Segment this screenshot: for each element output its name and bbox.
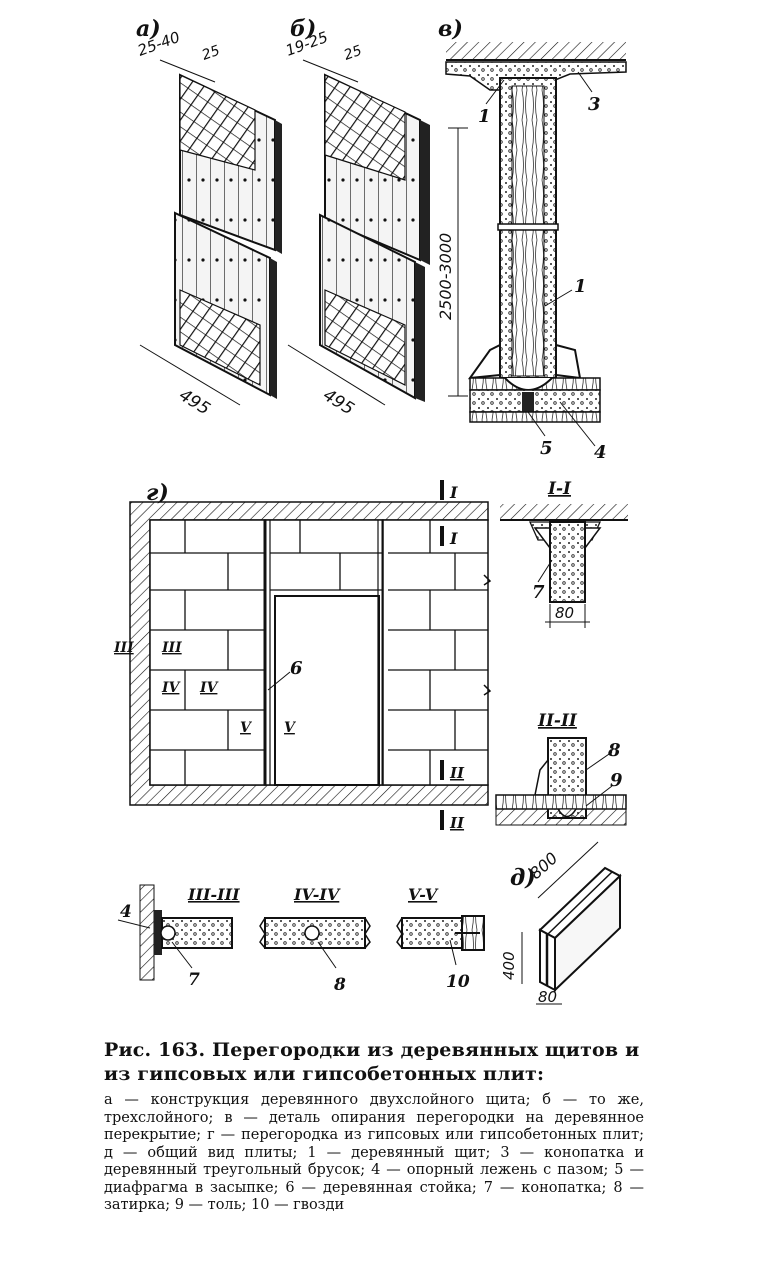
callout-6: 6	[290, 658, 303, 679]
figure-caption: Рис. 163. Перегородки из деревянных щито…	[104, 1038, 644, 1215]
panel-b-upper-edge	[420, 120, 430, 265]
section-IV-IV: IV-IV 8	[259, 885, 371, 995]
panel-b-three-layer-shield: б) 19-25 25 495 2500-3000	[283, 16, 468, 419]
callout-5: 5	[540, 438, 553, 459]
shield-core	[511, 85, 545, 377]
callout-8-sec: 8	[607, 740, 621, 761]
panel-g-gypsum-partition: г)	[113, 480, 492, 832]
dim-a-width: 495	[175, 385, 213, 419]
mark-I-top: I	[449, 483, 458, 502]
panel-a-upper-lattice	[179, 74, 256, 171]
dim-b-top-line	[302, 59, 359, 83]
mark-V-left: V	[240, 720, 253, 736]
panel-b-lower-edge	[415, 262, 425, 402]
diaphragm	[522, 392, 534, 412]
sec-I-title: I-I	[547, 479, 572, 499]
block-section-right	[382, 519, 489, 786]
slab-side-face	[554, 873, 621, 993]
mark-IV-right: IV	[199, 680, 220, 696]
mark-IV-left: IV	[161, 680, 182, 696]
mark-III-inner: III	[161, 640, 182, 656]
mark-V-right: V	[284, 720, 297, 736]
panel-a-lower-edge	[270, 258, 277, 399]
sec-V-title: V-V	[408, 885, 439, 904]
dim-b-width: 495	[319, 385, 357, 419]
panel-b-lower-lattice	[324, 289, 406, 386]
callout-1-mid: 1	[574, 276, 587, 297]
ceiling-hatch	[446, 42, 626, 60]
dim-slab-t: 80	[538, 988, 557, 1006]
dim-b-width-line	[287, 344, 386, 406]
callout-10: 10	[446, 972, 470, 992]
panel-a-lower-lattice	[179, 289, 261, 386]
mark-II-bottom: II	[449, 814, 465, 832]
label-b: б)	[290, 16, 316, 42]
mark-III-outer: III	[113, 640, 134, 656]
panel-a-upper-edge	[275, 120, 282, 254]
dim-a-top-line	[159, 59, 216, 83]
caption-body: а — конструкция деревянного двухслойного…	[104, 1092, 644, 1213]
sec-III-title: III-III	[187, 885, 240, 904]
label-v: в)	[438, 16, 463, 42]
dim-slab-h: 400	[500, 951, 518, 980]
section-III-III: III-III 4 7	[117, 884, 240, 990]
partition-figure: а) 25-40 25 495 б) 19-25 25 495 2500-3	[113, 16, 628, 1006]
callout-7-sec-III: 7	[188, 970, 200, 990]
label-a: а)	[136, 16, 161, 42]
door-opening	[274, 595, 380, 786]
mark-II-inner: II	[449, 764, 465, 782]
panel-v-support-detail: в) 1 3 1 5 4	[438, 16, 627, 463]
callout-9: 9	[610, 770, 623, 791]
label-d: д)	[510, 865, 536, 891]
callout-7-sec: 7	[532, 582, 545, 603]
callout-4: 4	[594, 442, 607, 463]
callout-3: 3	[588, 94, 601, 115]
dim-b-top2: 25	[342, 43, 364, 64]
sec-IV-title: IV-IV	[293, 885, 341, 904]
wedge-right	[555, 343, 582, 380]
caption-title: Рис. 163. Перегородки из деревянных щито…	[104, 1039, 640, 1085]
wedge-left	[467, 343, 501, 380]
label-g: г)	[146, 480, 169, 506]
sec-II-title: II-II	[537, 711, 578, 731]
section-V-V: V-V 10	[396, 885, 485, 992]
backfill	[469, 389, 601, 413]
section-I-I: I-I 7 80	[500, 479, 628, 628]
mark-I-inner: I	[449, 529, 458, 548]
dim-a-width-line	[139, 344, 241, 406]
callout-4-sec: 4	[120, 902, 132, 922]
dim-height: 2500-3000	[436, 233, 455, 320]
dim-a-top2: 25	[200, 43, 222, 64]
panel-b-upper-lattice	[324, 74, 406, 181]
callout-1-top: 1	[478, 106, 491, 127]
sec-V-slab	[401, 917, 463, 949]
section-II-II: II-II 8 9	[495, 711, 627, 826]
callout-8-sec-IV: 8	[333, 975, 346, 995]
panel-d-slab-view: д) 800 400 80	[500, 841, 622, 1006]
block-section-left	[149, 519, 266, 786]
panel-a-two-layer-shield: а) 25-40 25 495	[135, 16, 282, 419]
floor-beam	[469, 411, 601, 423]
sec-I-slab	[549, 521, 586, 603]
dim-sec-width: 80	[555, 604, 574, 622]
